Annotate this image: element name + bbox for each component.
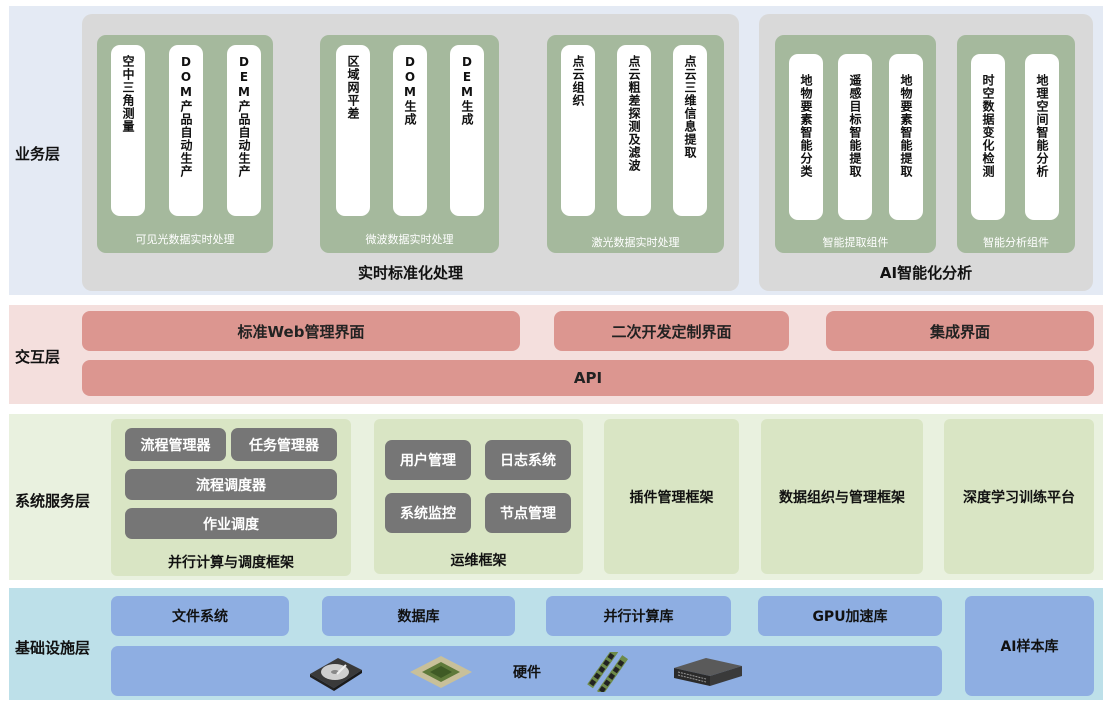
database-box: 数据库 [322, 596, 515, 636]
intelligent-extraction-caption: 智能提取组件 [822, 236, 889, 249]
process-scheduler-box: 流程调度器 [125, 469, 337, 500]
module-label: DEM产品自动生产 [237, 55, 251, 178]
deep-learning-box: 深度学习训练平台 [944, 419, 1094, 574]
api-box: API [82, 360, 1094, 396]
module-card: 点云三维信息提取 [673, 45, 707, 216]
module-label: DOM生成 [403, 55, 417, 126]
system-layer-label: 系统服务层 [15, 492, 91, 510]
module-label: 空中三角测量 [121, 55, 135, 133]
module-label: 点云组织 [571, 55, 585, 107]
module-card: 地理空间智能分析 [1025, 54, 1059, 220]
cpu-chip-icon [410, 656, 472, 688]
intelligent-analysis-caption: 智能分析组件 [983, 236, 1049, 249]
module-card: 地物要素智能分类 [789, 54, 823, 220]
custom-ui-box: 二次开发定制界面 [554, 311, 789, 351]
integration-ui-box: 集成界面 [826, 311, 1094, 351]
ai-analysis-title: AI智能化分析 [879, 264, 973, 282]
hardware-label: 硬件 [513, 665, 541, 681]
module-card: 地物要素智能提取 [889, 54, 923, 220]
gpu-lib-box: GPU加速库 [758, 596, 942, 636]
hardware-box [111, 646, 942, 696]
user-management-box: 用户管理 [385, 440, 471, 480]
log-system-box: 日志系统 [485, 440, 571, 480]
interaction-layer-label: 交互层 [15, 348, 61, 366]
module-label: 遥感目标智能提取 [848, 74, 862, 178]
infra-layer-label: 基础设施层 [15, 639, 91, 657]
module-label: DEM生成 [460, 55, 474, 126]
business-layer-label: 业务层 [15, 145, 61, 163]
network-switch-icon [674, 658, 742, 686]
module-card: 空中三角测量 [111, 45, 145, 216]
parallel-framework-caption: 并行计算与调度框架 [168, 555, 294, 571]
laser-caption: 激光数据实时处理 [591, 236, 680, 249]
hard-disk-icon [310, 658, 362, 691]
task-manager-box: 任务管理器 [231, 428, 337, 461]
node-management-box: 节点管理 [485, 493, 571, 533]
process-manager-box: 流程管理器 [125, 428, 226, 461]
data-organization-box: 数据组织与管理框架 [761, 419, 923, 574]
module-card: DEM生成 [450, 45, 484, 216]
module-label: 地物要素智能分类 [799, 74, 813, 178]
module-card: 区域网平差 [336, 45, 370, 216]
deep-learning-label: 深度学习训练平台 [963, 489, 1075, 506]
ai-samples-box: AI样本库 [965, 596, 1094, 696]
realtime-processing-title: 实时标准化处理 [357, 264, 463, 282]
memory-module-icon [587, 652, 628, 692]
visible-light-caption: 可见光数据实时处理 [135, 233, 235, 246]
module-card: 时空数据变化检测 [971, 54, 1005, 220]
ops-framework-caption: 运维框架 [450, 553, 507, 569]
module-label: 地理空间智能分析 [1035, 74, 1049, 178]
module-label: 点云粗差探测及滤波 [627, 55, 641, 172]
parallel-lib-box: 并行计算库 [546, 596, 731, 636]
file-system-box: 文件系统 [111, 596, 289, 636]
system-monitor-box: 系统监控 [385, 493, 471, 533]
plugin-framework-label: 插件管理框架 [629, 489, 714, 506]
module-card: 遥感目标智能提取 [838, 54, 872, 220]
module-label: DOM产品自动生产 [179, 55, 193, 178]
module-label: 点云三维信息提取 [683, 55, 697, 159]
data-organization-label: 数据组织与管理框架 [779, 489, 905, 506]
module-card: 点云组织 [561, 45, 595, 216]
job-scheduling-box: 作业调度 [125, 508, 337, 539]
web-ui-box: 标准Web管理界面 [82, 311, 520, 351]
microwave-caption: 微波数据实时处理 [365, 233, 454, 246]
module-label: 时空数据变化检测 [981, 74, 995, 178]
module-label: 区域网平差 [346, 55, 360, 120]
plugin-framework-box: 插件管理框架 [604, 419, 739, 574]
module-label: 地物要素智能提取 [899, 74, 913, 178]
module-card: DOM生成 [393, 45, 427, 216]
module-card: DOM产品自动生产 [169, 45, 203, 216]
module-card: DEM产品自动生产 [227, 45, 261, 216]
module-card: 点云粗差探测及滤波 [617, 45, 651, 216]
